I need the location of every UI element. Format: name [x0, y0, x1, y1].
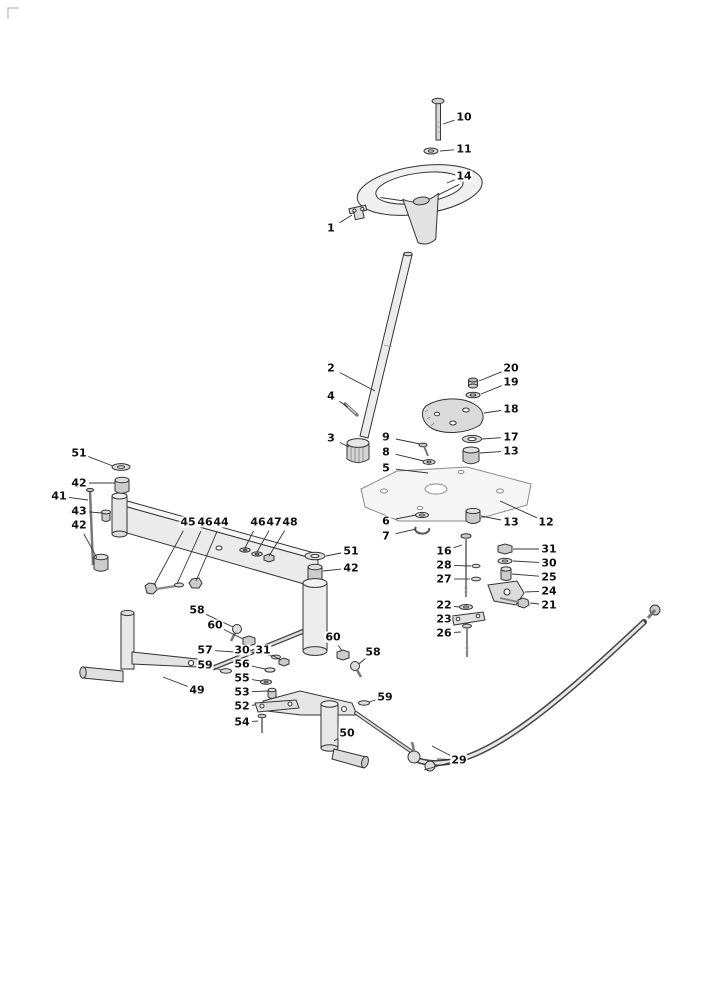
callout-54: 54 [233, 715, 251, 729]
callout-47: 47 [265, 515, 283, 529]
callout-20: 20 [502, 361, 520, 375]
callout-7: 7 [381, 529, 391, 543]
callout-17: 17 [502, 430, 520, 444]
callout-42: 42 [342, 561, 360, 575]
callout-30: 30 [233, 643, 251, 657]
callout-11: 11 [455, 142, 473, 156]
callout-58: 58 [188, 603, 206, 617]
callout-23: 23 [435, 612, 453, 626]
callout-53: 53 [233, 685, 251, 699]
callout-13: 13 [502, 444, 520, 458]
callout-31: 31 [254, 643, 272, 657]
callout-10: 10 [455, 110, 473, 124]
callout-26: 26 [435, 626, 453, 640]
callout-46: 46 [249, 515, 267, 529]
callout-44: 44 [212, 515, 230, 529]
callout-48: 48 [281, 515, 299, 529]
callout-29: 29 [450, 753, 468, 767]
callout-4: 4 [326, 389, 336, 403]
callout-55: 55 [233, 671, 251, 685]
callout-60: 60 [324, 630, 342, 644]
callout-50: 50 [338, 726, 356, 740]
callout-46: 46 [196, 515, 214, 529]
callout-59: 59 [196, 658, 214, 672]
callout-9: 9 [381, 430, 391, 444]
callout-49: 49 [188, 683, 206, 697]
callout-45: 45 [179, 515, 197, 529]
callout-13: 13 [502, 515, 520, 529]
callout-42: 42 [70, 518, 88, 532]
callout-52: 52 [233, 699, 251, 713]
callout-8: 8 [381, 445, 391, 459]
callout-60: 60 [206, 618, 224, 632]
callout-5: 5 [381, 461, 391, 475]
callout-14: 14 [455, 169, 473, 183]
callout-25: 25 [540, 570, 558, 584]
callout-56: 56 [233, 657, 251, 671]
callout-27: 27 [435, 572, 453, 586]
callout-19: 19 [502, 375, 520, 389]
callout-21: 21 [540, 598, 558, 612]
callout-58: 58 [364, 645, 382, 659]
callout-42: 42 [70, 476, 88, 490]
callout-12: 12 [537, 515, 555, 529]
callout-3: 3 [326, 431, 336, 445]
callout-31: 31 [540, 542, 558, 556]
callout-51: 51 [342, 544, 360, 558]
callout-22: 22 [435, 598, 453, 612]
callout-1: 1 [326, 221, 336, 235]
callout-24: 24 [540, 584, 558, 598]
callout-51: 51 [70, 446, 88, 460]
callout-57: 57 [196, 643, 214, 657]
callout-41: 41 [50, 489, 68, 503]
callout-59: 59 [376, 690, 394, 704]
callout-28: 28 [435, 558, 453, 572]
callout-43: 43 [70, 504, 88, 518]
callout-6: 6 [381, 514, 391, 528]
callout-16: 16 [435, 544, 453, 558]
callout-18: 18 [502, 402, 520, 416]
callout-2: 2 [326, 361, 336, 375]
callout-30: 30 [540, 556, 558, 570]
